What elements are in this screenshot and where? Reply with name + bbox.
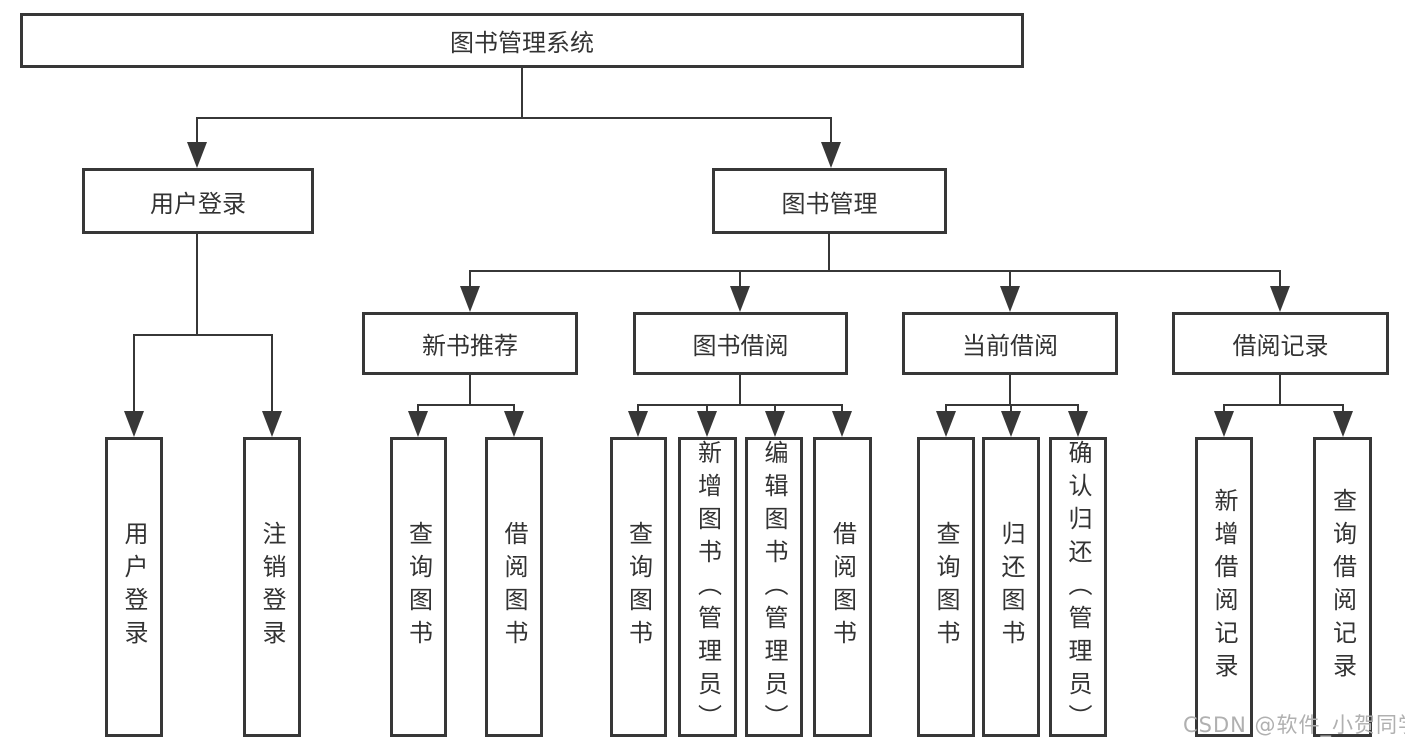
arrow-down-icon [1001, 411, 1021, 437]
node-book-borrowing: 图书借阅 [633, 312, 848, 375]
connector-mgmt-hbar [469, 270, 1281, 272]
connector-current-hbar [945, 404, 1079, 406]
connector-module-drop [1279, 270, 1281, 287]
connector-user-stub [196, 234, 198, 336]
leaf-query-borrow-record: 查询借阅记录 [1313, 437, 1372, 737]
arrow-down-icon [765, 411, 785, 437]
leaf-query-books-current: 查询图书 [917, 437, 975, 737]
node-label: 当前借阅 [962, 332, 1058, 360]
connector-newbook-stub [469, 375, 471, 406]
node-label: 图书借阅 [692, 332, 789, 360]
arrow-down-icon [504, 411, 524, 437]
leaf-query-books-recommend: 查询图书 [390, 437, 447, 737]
connector-leaf-drop [1010, 404, 1012, 413]
arrow-down-icon [697, 411, 717, 437]
node-label: 新增图书（管理员） [693, 440, 722, 737]
node-user-login: 用户登录 [82, 168, 314, 234]
connector-user-hbar [133, 334, 273, 336]
connector-current-stub [1009, 375, 1011, 406]
connector-records-hbar [1223, 404, 1344, 406]
connector-borrow-stub [739, 375, 741, 406]
node-label: 查询借阅记录 [1328, 488, 1357, 686]
connector-leaf-drop [271, 334, 273, 412]
connector-leaf-drop [945, 404, 947, 413]
arrow-down-icon [730, 286, 750, 312]
connector-leaf-drop [513, 404, 515, 413]
arrow-down-icon [1068, 411, 1088, 437]
leaf-add-borrow-record: 新增借阅记录 [1195, 437, 1253, 737]
connector-mgmt-stub [828, 234, 830, 272]
connector-leaf-drop [774, 404, 776, 413]
connector-leaf-drop [706, 404, 708, 413]
node-label: 图书管理系统 [450, 29, 594, 57]
node-current-borrowing: 当前借阅 [902, 312, 1118, 375]
arrow-down-icon [1000, 286, 1020, 312]
connector-leaf-drop [637, 404, 639, 413]
leaf-add-books-admin: 新增图书（管理员） [678, 437, 737, 737]
node-label: 编辑图书（管理员） [760, 440, 788, 737]
node-library-system: 图书管理系统 [20, 13, 1024, 68]
arrow-down-icon [124, 411, 144, 437]
arrow-down-icon [832, 411, 852, 437]
arrow-down-icon [408, 411, 428, 437]
leaf-logout: 注销登录 [243, 437, 301, 737]
connector-borrow-hbar [637, 404, 843, 406]
leaf-query-books-borrowing: 查询图书 [610, 437, 667, 737]
node-label: 借阅记录 [1232, 332, 1329, 360]
node-label: 查询图书 [624, 521, 653, 653]
node-book-management: 图书管理 [712, 168, 947, 234]
node-label: 新书推荐 [422, 332, 518, 360]
node-label: 归还图书 [997, 521, 1025, 653]
leaf-borrow-books: 借阅图书 [813, 437, 872, 737]
connector-leaf-drop [133, 334, 135, 412]
node-label: 借阅图书 [828, 521, 857, 653]
connector-newbook-hbar [417, 404, 515, 406]
csdn-watermark: CSDN @软件_小贺同学 [1183, 713, 1405, 737]
connector-book-mgmt-drop [830, 117, 832, 143]
leaf-edit-books-admin: 编辑图书（管理员） [745, 437, 803, 737]
arrow-down-icon [1270, 286, 1290, 312]
connector-leaf-drop [417, 404, 419, 413]
connector-leaf-drop [1077, 404, 1079, 413]
node-label: 借阅图书 [500, 521, 528, 653]
connector-module-drop [469, 270, 471, 287]
connector-leaf-drop [1223, 404, 1225, 413]
leaf-user-login: 用户登录 [105, 437, 163, 737]
connector-leaf-drop [1342, 404, 1344, 413]
node-label: 新增借阅记录 [1210, 488, 1238, 686]
connector-module-drop [1009, 270, 1011, 287]
arrow-down-icon [460, 286, 480, 312]
node-label: 查询图书 [404, 521, 433, 653]
node-label: 用户登录 [120, 521, 148, 653]
leaf-borrow-books-recommend: 借阅图书 [485, 437, 543, 737]
arrow-down-icon [628, 411, 648, 437]
arrow-down-icon [821, 142, 841, 168]
arrow-down-icon [936, 411, 956, 437]
node-label: 用户登录 [150, 189, 246, 218]
arrow-down-icon [262, 411, 282, 437]
leaf-return-books: 归还图书 [982, 437, 1040, 737]
node-new-book-recommend: 新书推荐 [362, 312, 578, 375]
node-label: 查询图书 [932, 521, 960, 653]
arrow-down-icon [187, 142, 207, 168]
connector-user-login-drop [196, 117, 198, 143]
node-label: 注销登录 [258, 521, 286, 653]
connector-root-hbar [196, 117, 832, 119]
node-borrowing-records: 借阅记录 [1172, 312, 1389, 375]
connector-leaf-drop [841, 404, 843, 413]
node-label: 图书管理 [781, 189, 878, 218]
connector-root-stub [521, 68, 523, 118]
arrow-down-icon [1214, 411, 1234, 437]
leaf-confirm-return-admin: 确认归还（管理员） [1049, 437, 1107, 737]
arrow-down-icon [1333, 411, 1353, 437]
connector-records-stub [1279, 375, 1281, 406]
connector-module-drop [739, 270, 741, 287]
node-label: 确认归还（管理员） [1064, 440, 1092, 737]
